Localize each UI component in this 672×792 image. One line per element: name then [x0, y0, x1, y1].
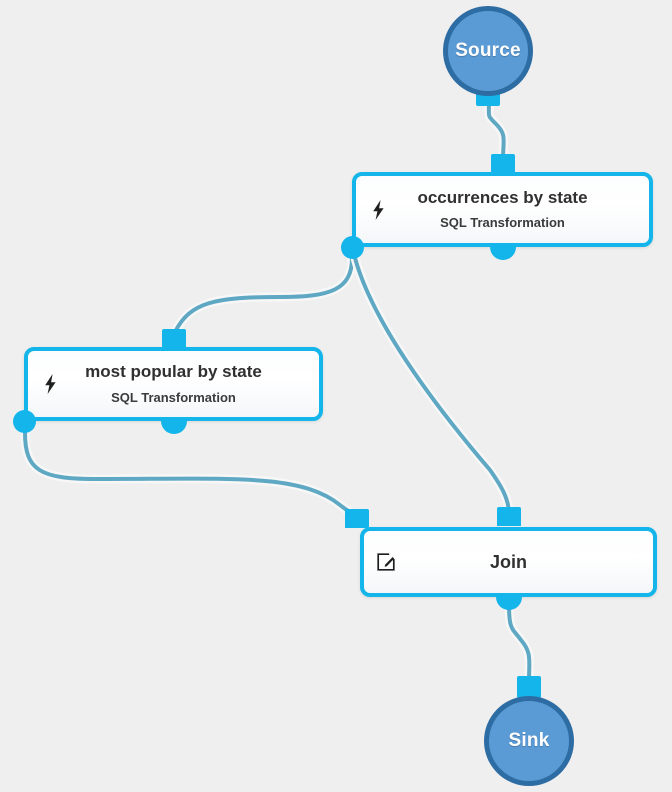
- node-join[interactable]: Join: [360, 527, 657, 597]
- join-title: Join: [489, 551, 527, 572]
- node-source[interactable]: Source: [443, 6, 533, 96]
- source-label: Source: [455, 40, 521, 61]
- occurrences-title: occurrences by state: [417, 187, 588, 207]
- lightning-bolt-icon: [368, 199, 388, 221]
- most-popular-subtitle: SQL Transformation: [111, 389, 236, 405]
- sink-input-port[interactable]: [517, 676, 541, 698]
- edge-most-popular-to-join: [20, 428, 363, 523]
- lightning-bolt-icon: [40, 373, 60, 395]
- join-input-port-right[interactable]: [497, 507, 521, 526]
- node-sink[interactable]: Sink: [484, 696, 574, 786]
- occurrences-output-port-left[interactable]: [341, 236, 364, 259]
- edge-source-to-occurrences: [484, 95, 509, 165]
- most-popular-input-port[interactable]: [162, 329, 186, 348]
- occurrences-input-port[interactable]: [491, 154, 515, 173]
- edit-pencil-icon: [376, 551, 396, 573]
- join-output-port[interactable]: [496, 596, 522, 610]
- sink-label: Sink: [508, 730, 550, 751]
- most-popular-output-port-left[interactable]: [13, 410, 36, 433]
- node-most-popular-by-state[interactable]: most popular by state SQL Transformation: [24, 347, 323, 421]
- node-occurrences-by-state[interactable]: occurrences by state SQL Transformation: [352, 172, 653, 247]
- join-input-port-left[interactable]: [345, 509, 369, 528]
- edge-join-to-sink: [504, 599, 534, 687]
- occurrences-output-port-bottom[interactable]: [490, 246, 516, 260]
- edge-occurrences-to-most-popular: [170, 253, 357, 337]
- edge-occurrences-to-join: [350, 253, 514, 517]
- most-popular-output-port-bottom[interactable]: [161, 420, 187, 434]
- most-popular-title: most popular by state: [85, 362, 262, 382]
- occurrences-subtitle: SQL Transformation: [440, 215, 565, 231]
